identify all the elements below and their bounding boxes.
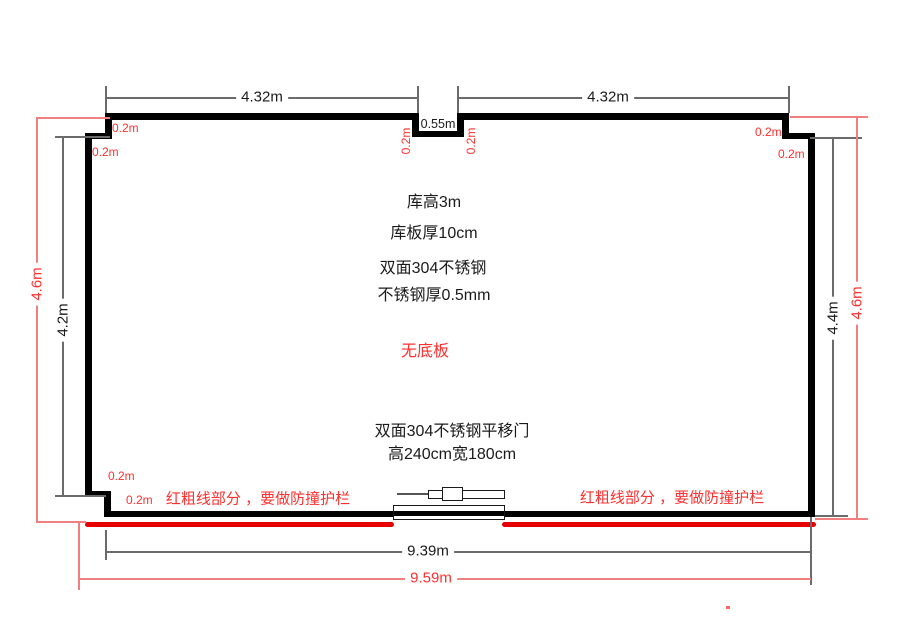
wall-notch-bottom [412,131,464,137]
offset-label-notch-left: 0.2m [399,127,413,155]
dim-right-outer-height-label: 4.6m [849,281,866,325]
offset-label-bottom-left-upper: 0.2m [108,469,135,483]
wall-left [85,133,92,497]
dim-bottom-outer-width-label: 9.59m [405,570,457,586]
wall-notch-right [457,113,464,137]
wall-bottomleft-step-h [85,491,111,497]
ext-notch-right [457,86,459,113]
ext-right-inner-bottom [815,515,848,517]
dim-top-right-width-label: 4.32m [582,89,634,105]
wall-top-right [457,113,789,120]
offset-label-top-left-upper: 0.2m [112,121,139,135]
dim-left-outer-height-label: 4.6m [29,262,46,306]
door-leaf [428,490,505,499]
dim-left-inner-height-label: 4.2m [55,298,72,342]
note-door-size: 高240cm宽180cm [387,446,517,463]
ext-bottom-inner-left [105,530,107,560]
barrier-line-right [502,522,816,527]
ext-right-outer-top [790,116,868,118]
ext-left-inner-top [55,136,110,138]
wall-bottomleft-step-v [104,491,111,517]
door-frame-wall-bar [394,511,504,516]
barrier-note-left: 红粗线部分 ，要做防撞护栏 [165,490,351,508]
ext-left-outer-bottom [36,521,86,523]
offset-label-top-right-lower: 0.2m [778,147,805,161]
note-room-height: 库高3m [406,194,462,211]
offset-label-notch-right: 0.2m [464,127,478,155]
door-track-line [397,493,428,495]
wall-notch-left [412,113,419,137]
note-steel-thickness: 不锈钢厚0.5mm [377,287,491,304]
wall-topleft-step-v [105,113,112,139]
note-panel-thickness: 库板厚10cm [390,225,478,242]
ext-top-right-end [788,86,790,113]
dim-notch-width-label: 0.55m [419,116,457,131]
note-door-type: 双面304不锈钢平移门 [374,423,530,440]
offset-label-top-left-lower: 0.2m [92,145,119,159]
note-panel-material: 双面304不锈钢 [379,260,487,277]
dim-line-bottom-inner [105,551,810,553]
barrier-line-left [85,522,394,527]
dim-top-left-width-label: 4.32m [236,89,288,105]
wall-topright-step-v [782,113,789,139]
wall-right [808,133,815,517]
ext-top-left-end [105,86,107,113]
ext-bottom-outer-left [78,522,80,590]
dim-right-inner-height-label: 4.4m [825,296,842,340]
door-handle [442,487,463,501]
offset-label-top-right-upper: 0.2m [755,125,782,139]
ext-left-inner-bottom [55,495,106,497]
red-dot-mark [726,606,730,609]
note-no-floor: 无底板 [400,343,450,360]
door-frame [393,505,505,520]
offset-label-bottom-left-lower: 0.2m [126,493,153,507]
ext-right-outer-bottom [815,518,868,520]
ext-right-inner-top [810,137,862,139]
dim-bottom-inner-width-label: 9.39m [402,543,454,559]
barrier-note-right: 红粗线部分 ，要做防撞护栏 [579,489,765,507]
ext-notch-left [417,86,419,113]
ext-bottom-right-shared [810,517,812,585]
wall-topright-step-h [782,133,815,139]
dim-line-left-outer [36,117,38,522]
ext-left-outer-top [36,117,110,119]
wall-top-left [105,113,415,120]
